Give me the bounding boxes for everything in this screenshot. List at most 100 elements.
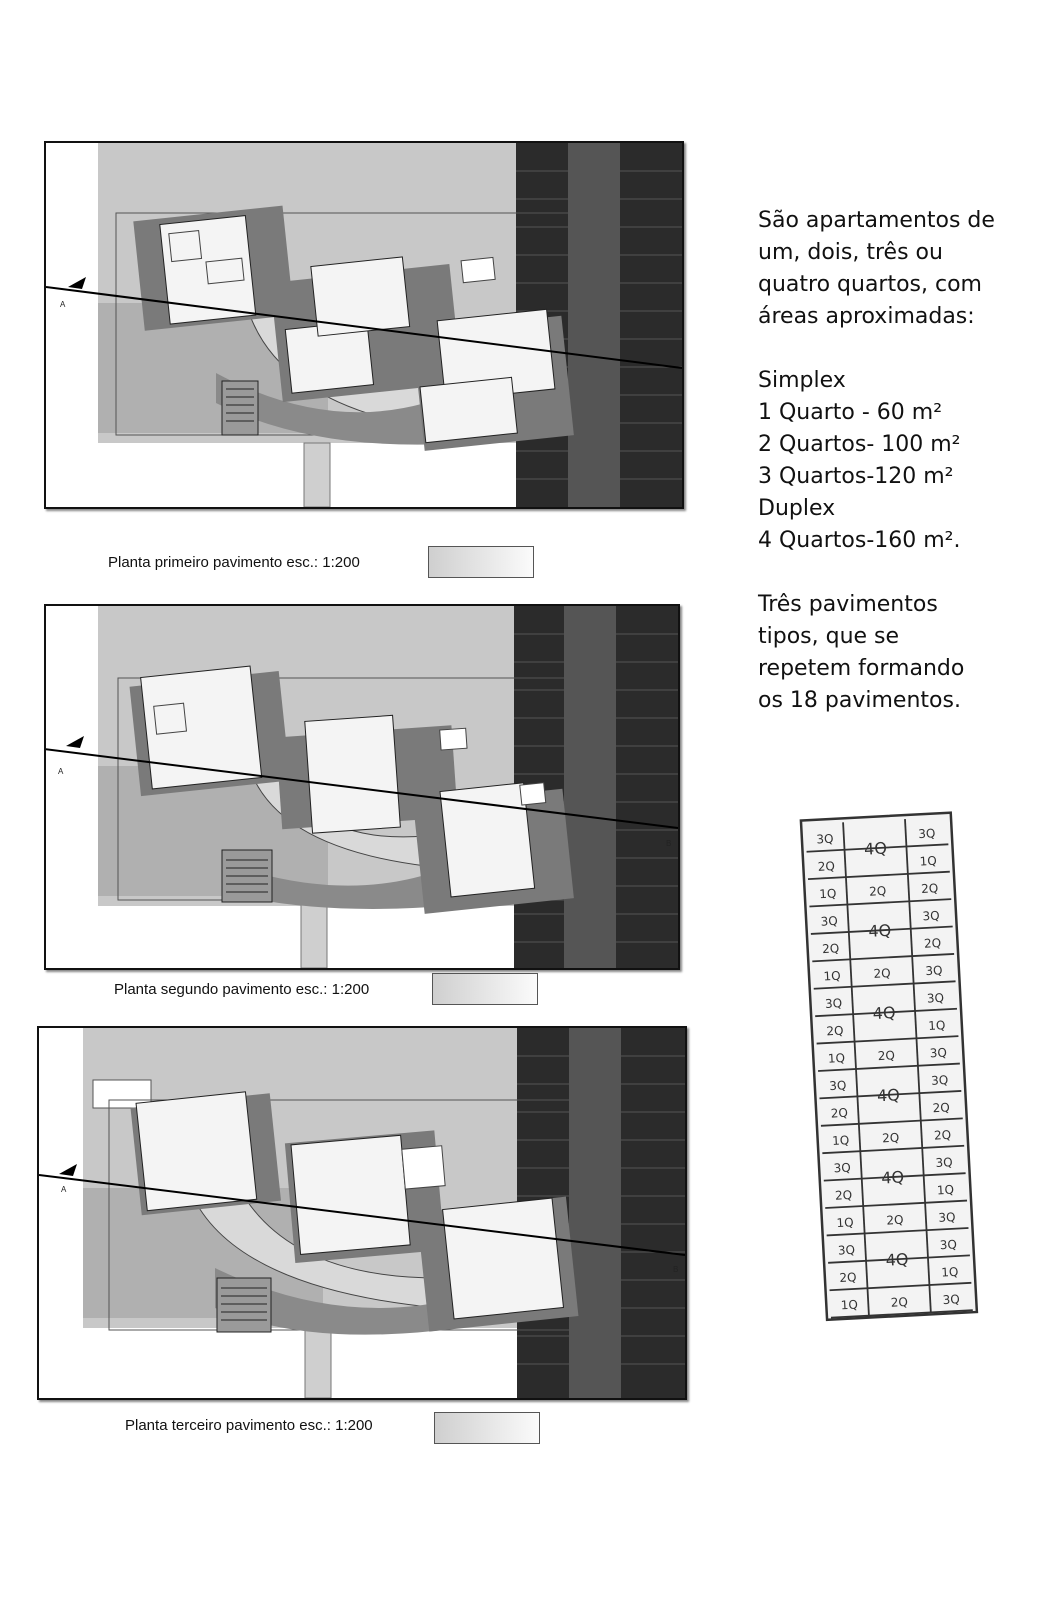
sketch-row-line xyxy=(813,980,956,990)
plan-caption-2: Planta segundo pavimento esc.: 1:200 xyxy=(114,981,370,998)
sketch-cell-label: 2Q xyxy=(839,1270,857,1285)
type-line: 3 Quartos-120 m² xyxy=(758,464,954,489)
sketch-cell-label: 2Q xyxy=(924,936,942,951)
intro-line: quatro quartos, com xyxy=(758,272,982,297)
sketch-cell-label: 3Q xyxy=(922,909,940,924)
sketch-cell-label: 3Q xyxy=(825,996,843,1011)
sketch-cell-label: 3Q xyxy=(918,826,936,841)
floor-plan-1: A B xyxy=(44,141,684,509)
floors-line: Três pavimentos xyxy=(758,592,938,617)
floor-plan-3-drawing: A B xyxy=(39,1028,685,1398)
sketch-row-line xyxy=(823,1172,966,1182)
type-line: Simplex xyxy=(758,368,846,393)
sketch-row-line xyxy=(812,953,955,963)
sketch-cell-label: 2Q xyxy=(934,1128,952,1143)
sketch-cell-label: 1Q xyxy=(941,1265,959,1280)
sketch-row-line xyxy=(819,1090,962,1100)
sketch-cell-label: 1Q xyxy=(836,1215,854,1230)
sketch-row-line xyxy=(809,898,952,908)
sketch-cell-label: 4Q xyxy=(872,1003,896,1023)
sketch-row-line xyxy=(828,1254,970,1264)
sketch-row-line xyxy=(830,1309,973,1319)
sketch-cell-label: 2Q xyxy=(877,1048,895,1063)
sketch-cell-label: 2Q xyxy=(826,1023,844,1038)
sketch-grid: 3Q 4Q 3Q 2Q 1Q 1Q 2Q 2Q 3Q 4Q 3Q 2Q 2Q 1Q 2Q 3Q 3Q 4Q 3Q 2Q… xyxy=(799,811,979,1322)
sketch-cell-label: 2Q xyxy=(830,1106,848,1121)
sketch-cell-label: 3Q xyxy=(939,1237,957,1252)
plan-caption-3: Planta terceiro pavimento esc.: 1:200 xyxy=(125,1417,373,1434)
sketch-cell-label: 3Q xyxy=(935,1155,953,1170)
sketch-cell-label: 2Q xyxy=(822,941,840,956)
cut-label-a: A xyxy=(58,767,64,776)
legend-swatch-2 xyxy=(432,973,538,1005)
sketch-cell-label: 1Q xyxy=(919,854,937,869)
sketch-row-line xyxy=(816,1035,959,1045)
sketch-cell-label: 1Q xyxy=(823,969,841,984)
sketch-cell-label: 4Q xyxy=(881,1167,905,1187)
description-types: Simplex 1 Quarto - 60 m² 2 Quartos- 100 … xyxy=(758,365,1028,557)
sketch-cell-label: 2Q xyxy=(835,1188,853,1203)
sketch-column-line xyxy=(904,819,932,1313)
sketch-cell-label: 4Q xyxy=(877,1085,901,1105)
sketch-cell-label: 3Q xyxy=(942,1292,960,1307)
sketch-cell-label: 2Q xyxy=(921,881,939,896)
hand-sketch-stacking: 3Q 4Q 3Q 2Q 1Q 1Q 2Q 2Q 3Q 4Q 3Q 2Q 2Q 1Q 2Q 3Q 3Q 4Q 3Q 2Q… xyxy=(796,808,992,1328)
cut-label-b: B xyxy=(673,1265,678,1274)
sketch-row-line xyxy=(818,1062,960,1072)
sketch-cell-label: 4Q xyxy=(868,921,892,941)
type-line: 2 Quartos- 100 m² xyxy=(758,432,961,457)
legend-swatch-1 xyxy=(428,546,534,578)
floors-line: tipos, que se xyxy=(758,624,900,649)
sketch-cell-label: 4Q xyxy=(864,839,888,859)
type-line: 1 Quarto - 60 m² xyxy=(758,400,943,425)
sketch-cell-label: 3Q xyxy=(925,963,943,978)
sketch-cell-label: 2Q xyxy=(890,1295,908,1310)
apartment-description: São apartamentos de um, dois, três ou qu… xyxy=(758,205,1028,749)
sketch-row-line xyxy=(815,1007,958,1018)
sketch-row-line xyxy=(822,1144,965,1155)
cut-label-b: B xyxy=(666,839,671,848)
sketch-row-line xyxy=(826,1227,969,1237)
description-intro: São apartamentos de um, dois, três ou qu… xyxy=(758,205,1028,333)
sketch-cell-label: 2Q xyxy=(869,884,887,899)
floor-plan-1-drawing: A B xyxy=(46,143,682,507)
sketch-cell-label: 3Q xyxy=(938,1210,956,1225)
floor-plan-2: A B xyxy=(44,604,680,970)
sketch-row-line xyxy=(829,1281,972,1292)
description-floors: Três pavimentos tipos, que se repetem fo… xyxy=(758,589,1028,717)
sketch-cell-label: 2Q xyxy=(882,1130,900,1145)
sketch-cell-label: 3Q xyxy=(829,1078,847,1093)
floor-plan-3: A B xyxy=(37,1026,687,1400)
sketch-cell-label: 1Q xyxy=(819,886,837,901)
sketch-row-line xyxy=(810,925,953,935)
sketch-cell-label: 1Q xyxy=(937,1183,955,1198)
sketch-cell-label: 3Q xyxy=(820,914,838,929)
floors-line: repetem formando xyxy=(758,656,965,681)
legend-swatch-3 xyxy=(434,1412,540,1444)
sketch-cell-label: 4Q xyxy=(885,1250,909,1270)
intro-line: São apartamentos de xyxy=(758,208,995,233)
sketch-row-line xyxy=(820,1117,963,1127)
type-line: Duplex xyxy=(758,496,836,521)
sketch-row-line xyxy=(807,870,950,881)
sketch-cell-label: 1Q xyxy=(840,1298,858,1313)
sketch-cell-label: 2Q xyxy=(817,859,835,874)
cut-label-a: A xyxy=(61,1185,67,1194)
sketch-cell-label: 2Q xyxy=(932,1100,950,1115)
sketch-cell-label: 3Q xyxy=(927,991,945,1006)
sketch-cell-label: 3Q xyxy=(816,832,834,847)
plan-caption-1: Planta primeiro pavimento esc.: 1:200 xyxy=(108,554,360,571)
sketch-row-line xyxy=(806,843,949,853)
sketch-cell-label: 1Q xyxy=(832,1133,850,1148)
cut-label-a: A xyxy=(60,300,66,309)
floor-plan-2-drawing: A B xyxy=(46,606,678,968)
floors-line: os 18 pavimentos. xyxy=(758,688,961,713)
sketch-cell-label: 3Q xyxy=(929,1046,947,1061)
sketch-cell-label: 1Q xyxy=(928,1018,946,1033)
sketch-cell-label: 2Q xyxy=(873,966,891,981)
intro-line: áreas aproximadas: xyxy=(758,304,975,329)
sketch-column-line xyxy=(842,822,870,1316)
sketch-row-line xyxy=(825,1199,968,1209)
intro-line: um, dois, três ou xyxy=(758,240,943,265)
sketch-cell-label: 3Q xyxy=(931,1073,949,1088)
